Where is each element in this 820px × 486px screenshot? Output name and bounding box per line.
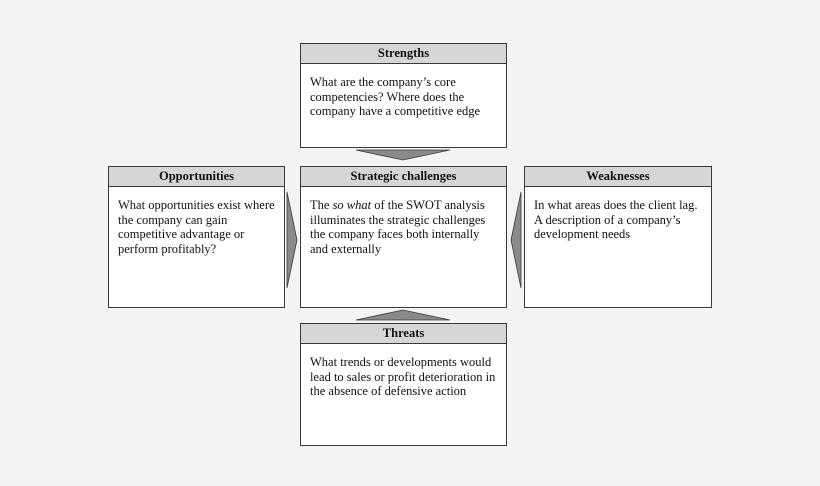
arrow-up-from-threats <box>355 309 451 321</box>
opportunities-text: What opportunities exist where the compa… <box>118 198 275 256</box>
threats-box: Threats What trends or developments woul… <box>300 323 507 446</box>
opportunities-title: Opportunities <box>109 167 284 187</box>
threats-title: Threats <box>301 324 506 344</box>
weaknesses-title: Weaknesses <box>525 167 711 187</box>
weaknesses-text: In what areas does the client lag. A des… <box>534 198 698 242</box>
strengths-title: Strengths <box>301 44 506 64</box>
strategic-text-before: The <box>310 198 333 212</box>
strategic-challenges-box: Strategic challenges The so what of the … <box>300 166 507 308</box>
strengths-box: Strengths What are the company’s core co… <box>300 43 507 148</box>
strategic-text-italic: so what <box>332 198 372 212</box>
arrow-down-from-strengths <box>355 149 451 161</box>
arrow-left-from-weaknesses <box>510 191 522 289</box>
strategic-text-after: of the SWOT analysis illuminates the str… <box>310 198 486 256</box>
arrow-right-from-opportunities <box>286 191 298 289</box>
strengths-text: What are the company’s core competencies… <box>310 75 481 119</box>
weaknesses-box: Weaknesses In what areas does the client… <box>524 166 712 308</box>
strategic-challenges-text: The so what of the SWOT analysis illumin… <box>301 187 506 256</box>
opportunities-box: Opportunities What opportunities exist w… <box>108 166 285 308</box>
threats-text: What trends or developments would lead t… <box>310 355 496 399</box>
strategic-challenges-title: Strategic challenges <box>301 167 506 187</box>
